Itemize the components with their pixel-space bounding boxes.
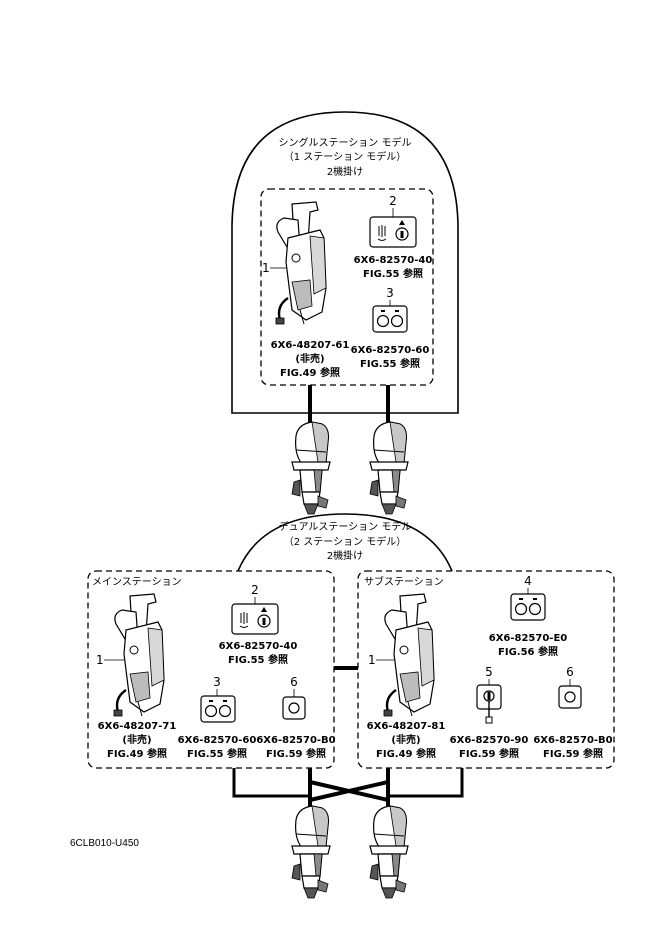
dual-station-engines: 2機掛け [327, 549, 363, 562]
callout-2: 2 [389, 194, 397, 208]
dual-station-cables [232, 768, 464, 808]
part-number: 6X6-82570-60 [178, 735, 257, 746]
outboard-engine [291, 421, 331, 515]
sub-station-box [357, 570, 615, 769]
part-note: (非売) [122, 733, 151, 746]
main-station-label: メインステーション [92, 577, 182, 588]
trim-switch-panel [369, 216, 417, 248]
part-number: 6X6-82570-40 [354, 255, 433, 266]
part-ref: FIG.59 参照 [543, 747, 603, 760]
callout-1: 1 [96, 653, 104, 667]
remote-control-1 [274, 200, 328, 326]
figure-code: 6CLB010-U450 [70, 838, 139, 849]
callout-6: 6 [566, 665, 574, 679]
part-ref: FIG.49 参照 [107, 747, 167, 760]
outboard-engine [291, 805, 331, 899]
part-number: 6X6-48207-71 [98, 721, 177, 732]
gauge-panel [510, 593, 546, 621]
outboard-engine [369, 421, 409, 515]
sub-station-label: サブステーション [364, 575, 444, 588]
callout-3: 3 [386, 286, 394, 300]
outboard-engine [369, 805, 409, 899]
callout-1: 1 [368, 653, 376, 667]
callout-1: 1 [262, 261, 270, 275]
part-ref: FIG.49 参照 [376, 747, 436, 760]
single-station-title: シングルステーション モデル [279, 136, 412, 149]
part-number: 6X6-48207-61 [271, 340, 350, 351]
part-ref: FIG.55 参照 [360, 357, 420, 370]
part-number: 6X6-82570-E0 [489, 633, 568, 644]
callout-2: 2 [251, 583, 259, 597]
single-station-subtitle: （1 ステーション モデル） [284, 150, 407, 163]
part-number: 6X6-82570-60 [351, 345, 430, 356]
single-station-outline [231, 111, 459, 414]
single-station-cables [308, 385, 390, 424]
gauge-panel [200, 695, 236, 723]
part-number: 6X6-82570-B0 [256, 735, 335, 746]
part-number: 6X6-82570-B0 [533, 735, 612, 746]
trim-switch-panel [231, 603, 279, 635]
remote-control-1 [112, 592, 166, 718]
part-ref: FIG.59 参照 [459, 747, 519, 760]
callout-6: 6 [290, 675, 298, 689]
gauge-panel [372, 305, 408, 333]
single-button-panel [282, 696, 306, 720]
part-ref: FIG.55 参照 [363, 267, 423, 280]
callout-4: 4 [524, 574, 532, 588]
part-number: 6X6-48207-81 [367, 721, 446, 732]
part-ref: FIG.55 参照 [187, 747, 247, 760]
part-ref: FIG.55 参照 [228, 653, 288, 666]
part-ref: FIG.56 参照 [498, 645, 558, 658]
key-switch-panel [476, 684, 502, 724]
part-ref: FIG.59 参照 [266, 747, 326, 760]
remote-control-1 [382, 592, 436, 718]
part-number: 6X6-82570-40 [219, 641, 298, 652]
dual-station-subtitle: （2 ステーション モデル） [284, 535, 407, 548]
part-note: (非売) [391, 733, 420, 746]
dual-station-dome [237, 513, 453, 572]
single-button-panel [558, 685, 582, 709]
callout-3: 3 [213, 675, 221, 689]
part-ref: FIG.49 参照 [280, 366, 340, 379]
single-station-engines: 2機掛け [327, 165, 363, 178]
dual-station-title: デュアルステーション モデル [279, 520, 412, 533]
part-number: 6X6-82570-90 [450, 735, 529, 746]
callout-5: 5 [485, 665, 493, 679]
part-note: (非売) [295, 352, 324, 365]
